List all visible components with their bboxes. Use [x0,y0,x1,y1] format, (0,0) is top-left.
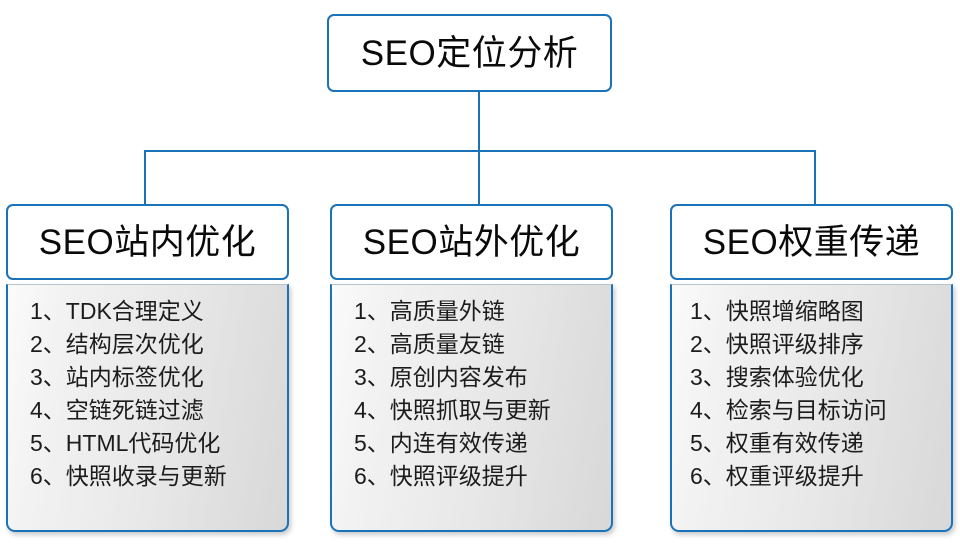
list-item: 5、内连有效传递 [354,430,528,456]
list-item: 4、快照抓取与更新 [354,397,551,423]
branch-seo-onsite: SEO站内优化 1、TDK合理定义 2、结构层次优化 3、站内标签优化 4、空链… [6,204,289,532]
root-node-label: SEO定位分析 [360,33,579,73]
list-item: 3、搜索体验优化 [690,364,864,390]
list-item: 2、快照评级排序 [690,331,864,357]
list-item: 6、快照评级提升 [354,463,528,489]
connector-root-vertical [478,92,480,152]
list-item: 2、高质量友链 [354,331,505,357]
branch-1-header: SEO站内优化 [6,204,289,280]
branch-1-list: 1、TDK合理定义 2、结构层次优化 3、站内标签优化 4、空链死链过滤 5、H… [8,295,287,493]
branch-seo-weight-transfer: SEO权重传递 1、快照增缩略图 2、快照评级排序 3、搜索体验优化 4、检索与… [670,204,953,532]
list-item: 1、TDK合理定义 [30,298,204,324]
connector-branch-1-drop [144,150,146,206]
root-node: SEO定位分析 [327,14,612,92]
branch-2-body: 1、高质量外链 2、高质量友链 3、原创内容发布 4、快照抓取与更新 5、内连有… [330,284,613,532]
list-item: 4、检索与目标访问 [690,397,887,423]
list-item: 3、原创内容发布 [354,364,528,390]
list-item: 6、权重评级提升 [690,463,864,489]
list-item: 1、快照增缩略图 [690,298,864,324]
branch-seo-offsite: SEO站外优化 1、高质量外链 2、高质量友链 3、原创内容发布 4、快照抓取与… [330,204,613,532]
branch-3-list: 1、快照增缩略图 2、快照评级排序 3、搜索体验优化 4、检索与目标访问 5、权… [672,295,951,493]
list-item: 5、HTML代码优化 [30,430,221,456]
branch-2-header: SEO站外优化 [330,204,613,280]
list-item: 2、结构层次优化 [30,331,204,357]
branch-1-header-label: SEO站内优化 [38,222,257,262]
list-item: 6、快照收录与更新 [30,463,227,489]
list-item: 5、权重有效传递 [690,430,864,456]
branch-3-body: 1、快照增缩略图 2、快照评级排序 3、搜索体验优化 4、检索与目标访问 5、权… [670,284,953,532]
branch-2-header-label: SEO站外优化 [362,222,581,262]
connector-branch-3-drop [814,150,816,206]
branch-2-list: 1、高质量外链 2、高质量友链 3、原创内容发布 4、快照抓取与更新 5、内连有… [332,295,611,493]
connector-horizontal-bus [144,150,816,152]
list-item: 1、高质量外链 [354,298,505,324]
connector-branch-2-drop [478,150,480,206]
branch-3-header: SEO权重传递 [670,204,953,280]
list-item: 4、空链死链过滤 [30,397,204,423]
list-item: 3、站内标签优化 [30,364,204,390]
branch-3-header-label: SEO权重传递 [702,222,921,262]
branch-1-body: 1、TDK合理定义 2、结构层次优化 3、站内标签优化 4、空链死链过滤 5、H… [6,284,289,532]
